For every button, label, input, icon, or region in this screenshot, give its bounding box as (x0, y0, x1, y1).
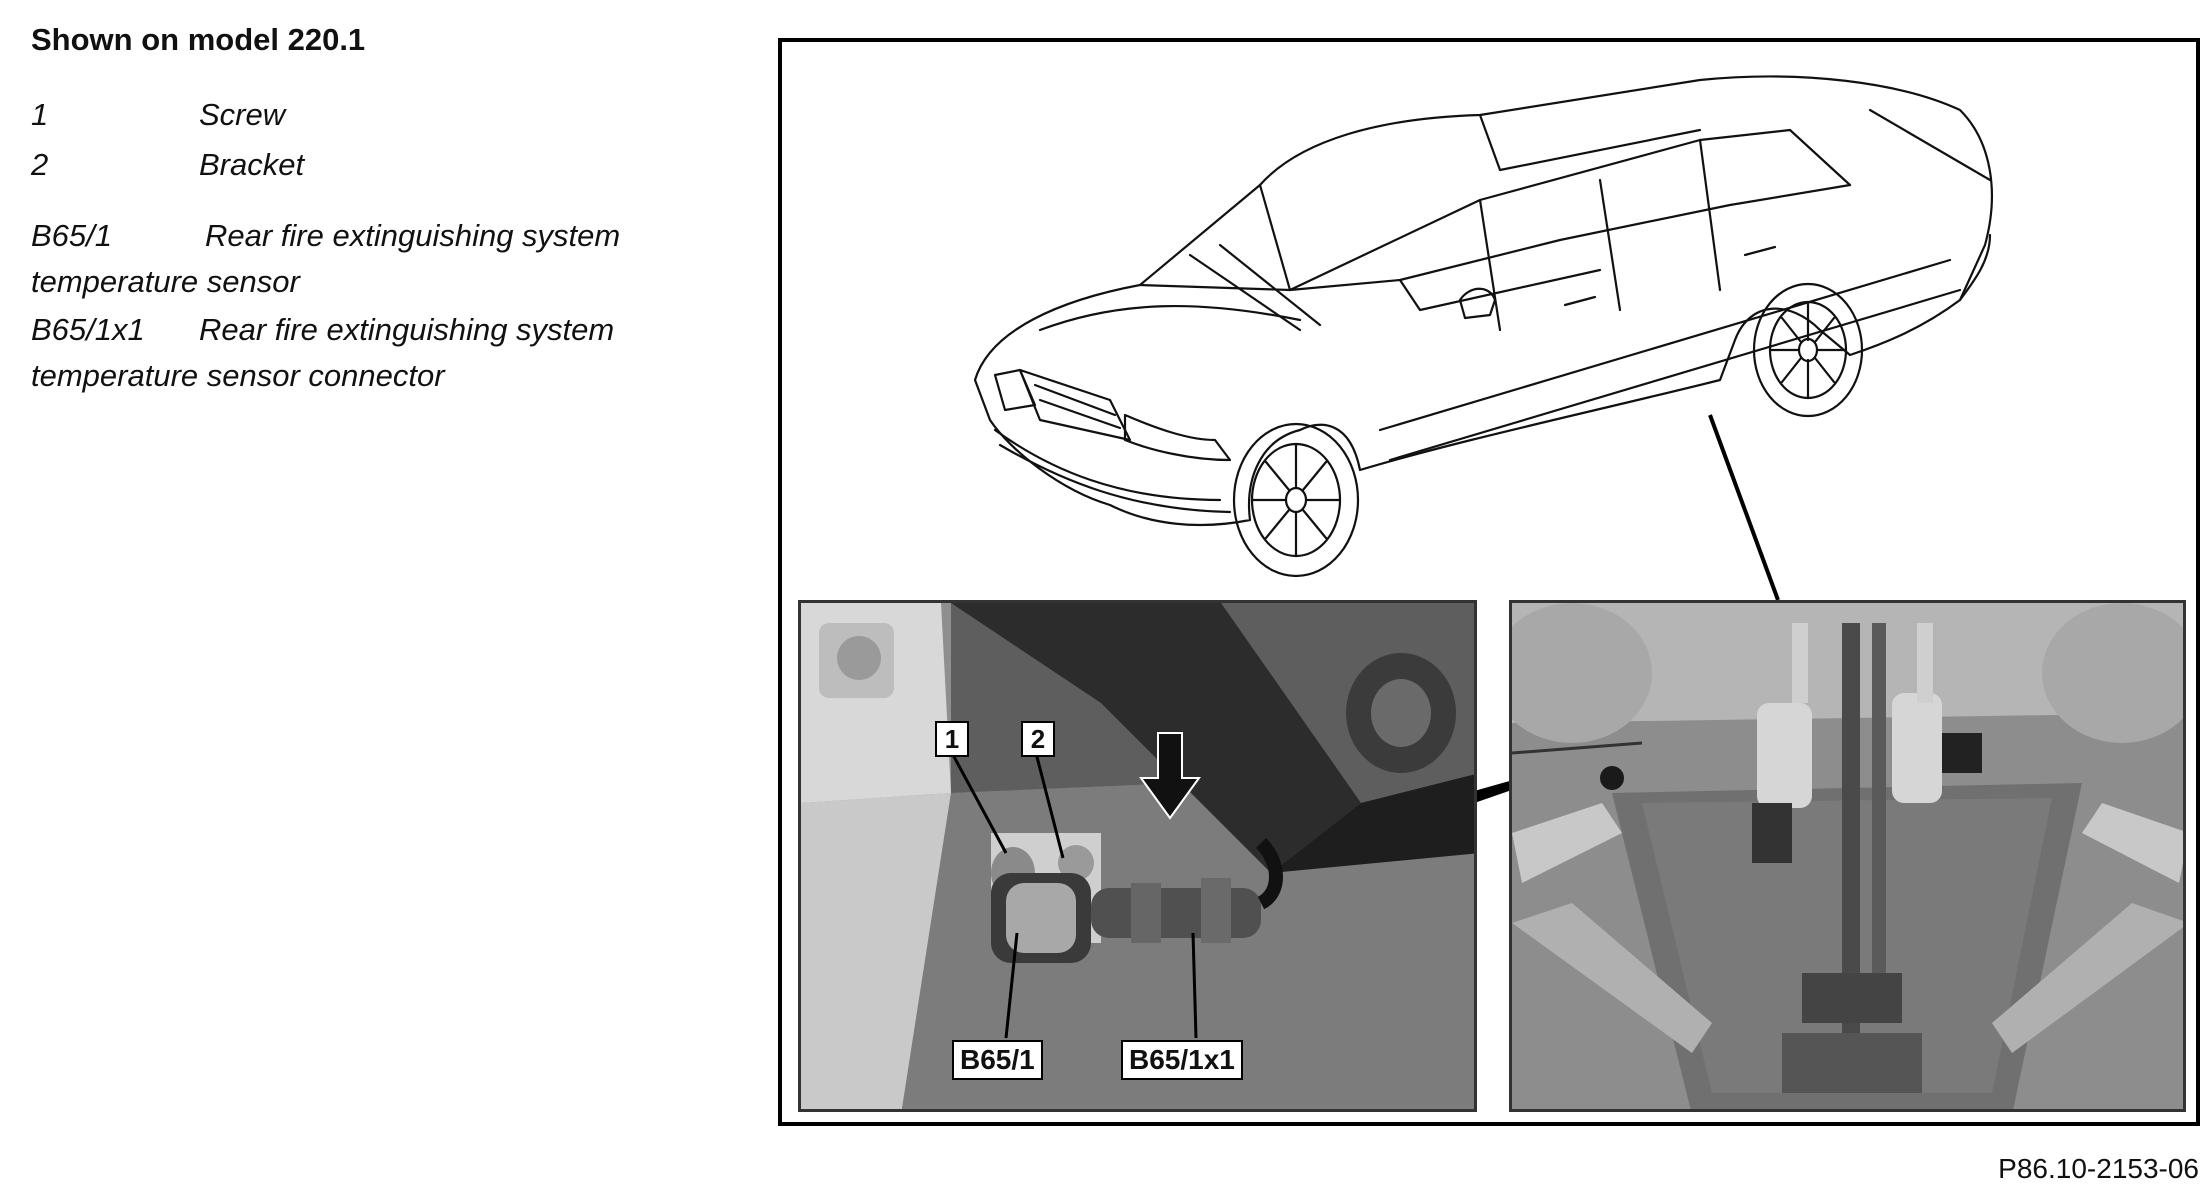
legend-item-screw: 1 Screw (31, 92, 731, 138)
legend-text: Rear fire extinguishing system temperatu… (31, 312, 615, 393)
legend: Shown on model 220.1 1 Screw 2 Bracket B65… (31, 22, 731, 399)
legend-key: 2 (31, 147, 49, 182)
callout-connector: B65/1x1 (1121, 1040, 1243, 1080)
legend-key: 1 (31, 97, 49, 132)
callout-bracket: 2 (1021, 721, 1055, 757)
legend-item-bracket: 2 Bracket (31, 142, 731, 188)
detail-photo-sensor: 1 2 B65/1 B65/1x1 (798, 600, 1477, 1112)
legend-key: B65/1x1 (31, 312, 145, 347)
detail-photo-underbody (1509, 600, 2186, 1112)
callout-screw: 1 (935, 721, 969, 757)
legend-text: Screw (199, 97, 286, 132)
legend-key: B65/1 (31, 218, 113, 253)
legend-title: Shown on model 220.1 (31, 22, 366, 57)
figure-reference-code: P86.10-2153-06 (1998, 1153, 2199, 1184)
legend-text: Rear fire extinguishing system temperatu… (31, 218, 621, 299)
legend-text: Bracket (199, 147, 305, 182)
callout-sensor: B65/1 (952, 1040, 1043, 1080)
